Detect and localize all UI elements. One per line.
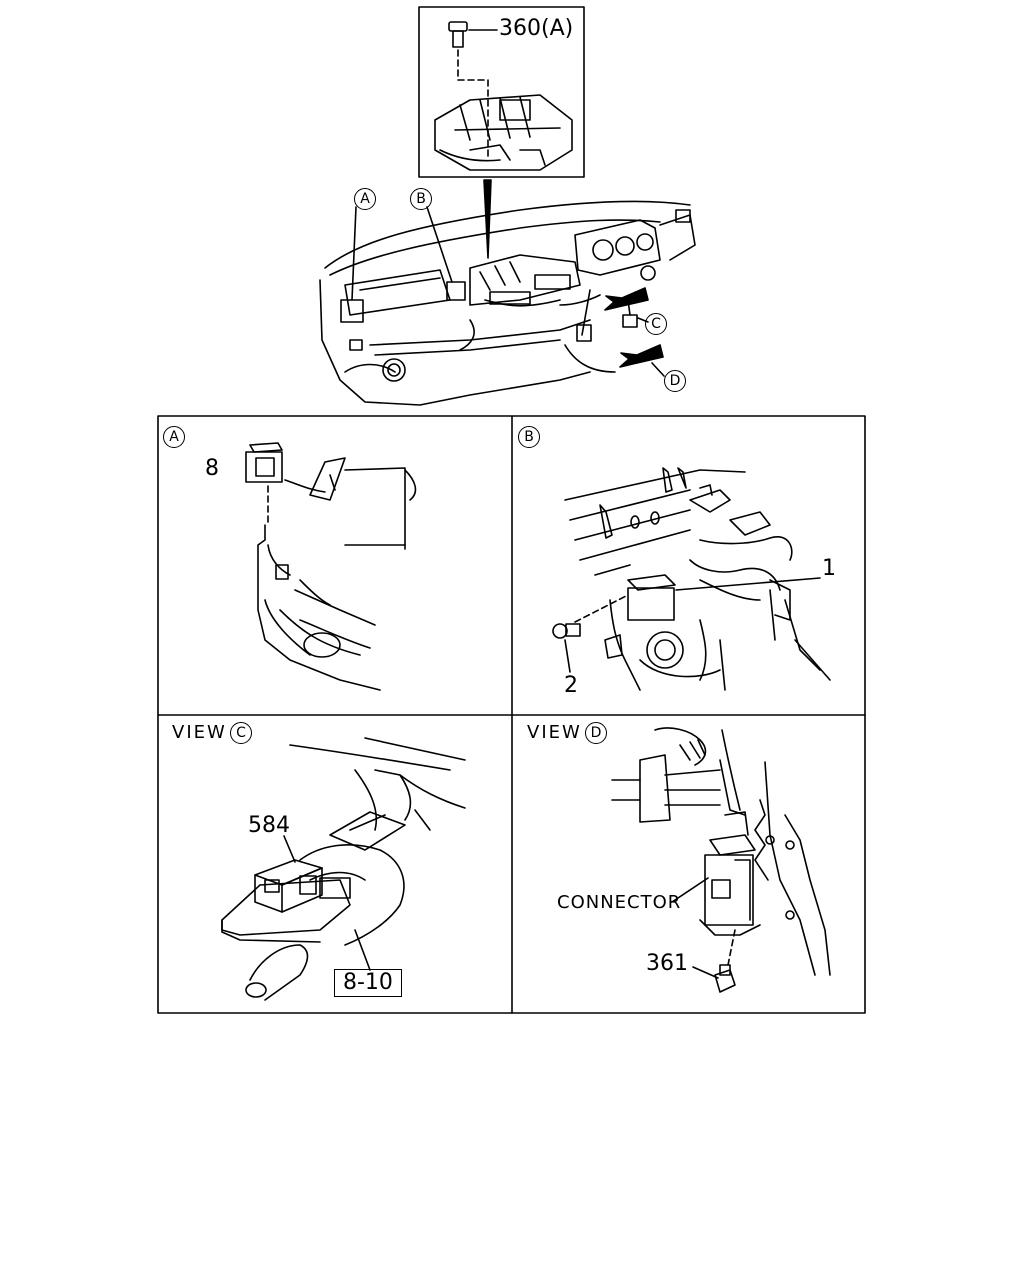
inset-detail — [419, 7, 584, 177]
callout-d-marker: D — [664, 370, 686, 392]
callout-b-marker: B — [410, 188, 432, 210]
panel-a-part-label: 8 — [205, 456, 219, 481]
panel-b-part1-label: 1 — [822, 556, 836, 581]
panel-b-marker: B — [518, 426, 540, 448]
panel-a-marker: A — [163, 426, 185, 448]
panel-b-part2-label: 2 — [564, 673, 578, 698]
panel-d-connector-label: CONNECTOR — [557, 892, 682, 913]
callout-a-marker: A — [354, 188, 376, 210]
panel-d-drawing — [612, 728, 830, 992]
panel-d-marker: D — [585, 722, 607, 744]
panel-c-ref-label: 8-10 — [334, 969, 402, 997]
panel-grid — [158, 416, 865, 1013]
panel-d-view-label: VIEW — [527, 722, 582, 743]
inset-part-label: 360(A) — [499, 16, 574, 41]
arrow-d — [620, 345, 663, 367]
panel-c-part-label: 584 — [248, 813, 290, 838]
panel-d-part-label: 361 — [646, 951, 688, 976]
panel-c-view-label: VIEW — [172, 722, 227, 743]
arrow-c — [605, 288, 648, 310]
panel-c-drawing — [222, 738, 465, 1000]
callout-c-marker: C — [645, 313, 667, 335]
panel-c-marker: C — [230, 722, 252, 744]
panel-b-drawing — [553, 468, 830, 690]
dashboard-overview — [320, 201, 695, 405]
pointer-wedge — [484, 180, 491, 258]
panel-a-drawing — [246, 443, 415, 690]
